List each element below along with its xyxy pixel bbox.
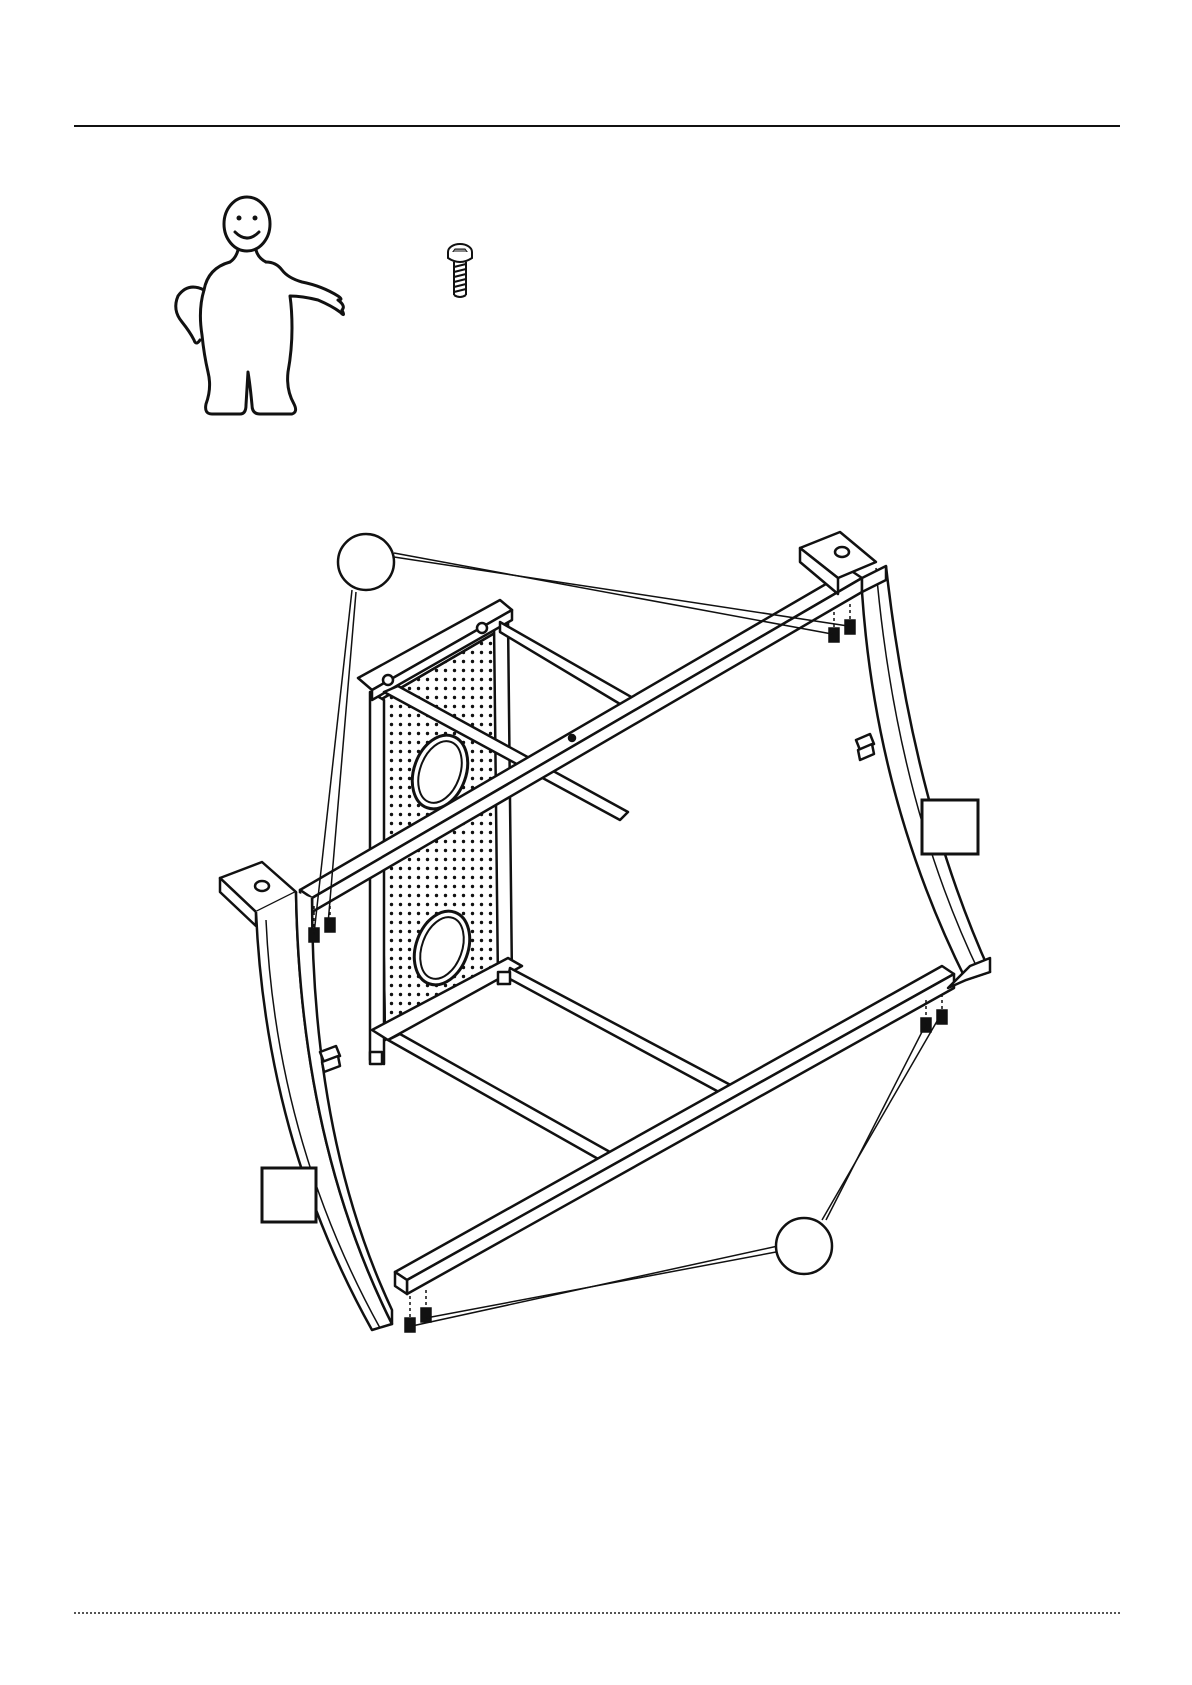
screw-icon: [448, 244, 472, 297]
part-box-left: [262, 1168, 316, 1222]
callout-circle-top: [338, 534, 394, 590]
screw-pair-bottom-left: [405, 1290, 431, 1332]
helper-figure-icon: [176, 197, 344, 414]
callout-circle-bottom: [776, 1218, 832, 1274]
left-leg: [220, 862, 392, 1330]
part-box-right: [922, 800, 978, 854]
